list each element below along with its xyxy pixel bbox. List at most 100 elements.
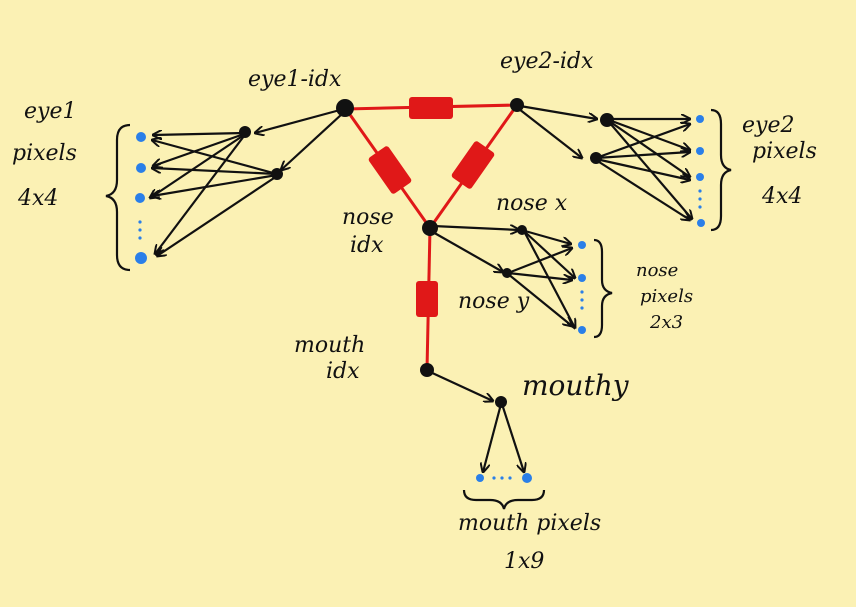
mouth-pixels-label-line2: 1x9 bbox=[504, 549, 544, 574]
arrow-e1l-p4 bbox=[157, 175, 278, 256]
eye2-lower-node bbox=[590, 152, 602, 164]
nose-idx-node bbox=[422, 220, 438, 236]
eye1-pixel bbox=[135, 193, 145, 203]
arrow-mouth-idx-to-y bbox=[427, 370, 493, 401]
arrow-nose-idx-to-y bbox=[430, 230, 503, 272]
arrow-eye2-idx-to-upper bbox=[519, 104, 597, 119]
nose-y-node bbox=[502, 268, 512, 278]
arrow-eye1-idx-to-lower bbox=[281, 113, 343, 170]
eye1-pixel-ellipsis bbox=[138, 236, 142, 240]
eye1-idx-node bbox=[336, 99, 354, 117]
eye2-pixel-ellipsis bbox=[698, 205, 702, 209]
arrow-e1u-p1 bbox=[153, 133, 245, 135]
factor-eye1-eye2 bbox=[409, 97, 453, 119]
arrow-my-p2 bbox=[500, 403, 524, 472]
mouth-pixel-ellipsis bbox=[508, 476, 512, 480]
arrow-e2l-p3 bbox=[595, 157, 690, 180]
arrow-e1u-p2 bbox=[153, 132, 245, 166]
nose-pixels-label-line1: nose bbox=[636, 260, 678, 281]
eye1-pixels-label-line3: 4x4 bbox=[17, 186, 58, 211]
mouth-idx-node bbox=[420, 363, 434, 377]
mouth-idx-label-line2: idx bbox=[326, 359, 360, 384]
labels: eye1-idx eye2-idx eye1 pixels 4x4 eye2 p… bbox=[12, 49, 817, 574]
arrow-e2l-p4 bbox=[595, 159, 690, 220]
pixel-nodes bbox=[135, 115, 705, 483]
mouth-pixel bbox=[522, 473, 532, 483]
eye2-idx-label: eye2-idx bbox=[500, 49, 594, 74]
eye1-idx-label: eye1-idx bbox=[248, 67, 342, 92]
arrow-e1l-p2 bbox=[152, 168, 278, 176]
mouth-brace bbox=[462, 489, 546, 510]
eye2-idx-node bbox=[510, 98, 524, 112]
arrow-ny-p2 bbox=[507, 271, 572, 280]
eye2-pixels-label-line3: 4x4 bbox=[761, 184, 802, 209]
eye1-pixels-label-line1: eye1 bbox=[24, 99, 76, 124]
arrow-eye1-idx-to-upper bbox=[255, 108, 341, 133]
arrow-e1u-p4 bbox=[155, 135, 245, 254]
nose-pixel bbox=[578, 326, 586, 334]
nose-y-label: nose y bbox=[458, 289, 530, 314]
eye2-pixels-label-line1: eye2 bbox=[742, 113, 794, 138]
arrow-nx-p2 bbox=[524, 231, 575, 278]
eye1-lower-node bbox=[271, 168, 283, 180]
arrow-ny-p1 bbox=[507, 248, 572, 275]
factor-eye2-nose bbox=[451, 141, 495, 189]
eye1-pixel bbox=[135, 252, 147, 264]
eye1-pixels-label-line2: pixels bbox=[12, 141, 77, 166]
arrow-e2l-p1 bbox=[595, 124, 690, 160]
arrow-ny-p3 bbox=[507, 273, 572, 326]
arrow-e2l-p2 bbox=[595, 152, 690, 160]
nose-pixel-ellipsis bbox=[580, 298, 584, 302]
nose-idx-label-line2: idx bbox=[350, 233, 384, 258]
eye1-pixel bbox=[136, 132, 146, 142]
arrow-nx-p3 bbox=[524, 232, 575, 328]
nose-pixel bbox=[578, 241, 586, 249]
factor-nose-mouth bbox=[416, 281, 438, 317]
arrow-e2u-p3 bbox=[608, 120, 690, 177]
factor-boxes bbox=[368, 97, 495, 317]
nose-brace bbox=[593, 238, 613, 339]
eye2-pixel bbox=[696, 115, 704, 123]
nose-x-label: nose x bbox=[496, 191, 568, 216]
nose-idx-label-line1: nose bbox=[342, 205, 394, 230]
eye2-pixel-ellipsis bbox=[698, 197, 702, 201]
mouth-pixel bbox=[476, 474, 484, 482]
arrow-e1l-p1 bbox=[152, 140, 278, 176]
nose-pixels-label-line3: 2x3 bbox=[649, 312, 683, 333]
mouth-pixel-ellipsis bbox=[492, 476, 496, 480]
eye2-pixel bbox=[696, 147, 704, 155]
eye2-pixel bbox=[696, 173, 704, 181]
arrow-eye2-idx-to-lower bbox=[518, 108, 582, 158]
eye2-upper-node bbox=[600, 113, 614, 127]
eye1-pixel-ellipsis bbox=[138, 228, 142, 232]
latent-nodes bbox=[239, 98, 614, 408]
eye1-brace bbox=[105, 123, 131, 272]
eye2-pixel-ellipsis bbox=[698, 189, 702, 193]
arrow-nose-idx-to-x bbox=[432, 226, 519, 230]
factor-eye1-nose bbox=[368, 146, 412, 194]
eye1-upper-node bbox=[239, 126, 251, 138]
eye1-pixel-ellipsis bbox=[138, 220, 142, 224]
mouth-y-label: mouthy bbox=[522, 369, 630, 402]
eye1-pixel bbox=[136, 163, 146, 173]
mouth-idx-label-line1: mouth bbox=[294, 333, 365, 358]
nose-pixel bbox=[578, 274, 586, 282]
mouth-pixel-ellipsis bbox=[500, 476, 504, 480]
eye2-pixels-label-line2: pixels bbox=[752, 139, 817, 164]
nose-pixel-ellipsis bbox=[580, 290, 584, 294]
arrow-e1l-p3 bbox=[152, 173, 278, 196]
directed-edges bbox=[150, 104, 692, 472]
arrow-e1u-p3 bbox=[150, 134, 245, 198]
nose-pixels-label-line2: pixels bbox=[640, 286, 693, 307]
arrow-e2u-p2 bbox=[608, 118, 690, 150]
nose-x-node bbox=[517, 225, 527, 235]
nose-pixel-ellipsis bbox=[580, 306, 584, 310]
arrow-my-p1 bbox=[483, 403, 503, 472]
eye2-brace bbox=[710, 108, 732, 232]
eye2-pixel bbox=[697, 219, 705, 227]
mouth-pixels-label-line1: mouth pixels bbox=[458, 511, 601, 536]
mouth-y-node bbox=[495, 396, 507, 408]
braces bbox=[105, 108, 732, 510]
arrow-nx-p1 bbox=[524, 229, 571, 244]
